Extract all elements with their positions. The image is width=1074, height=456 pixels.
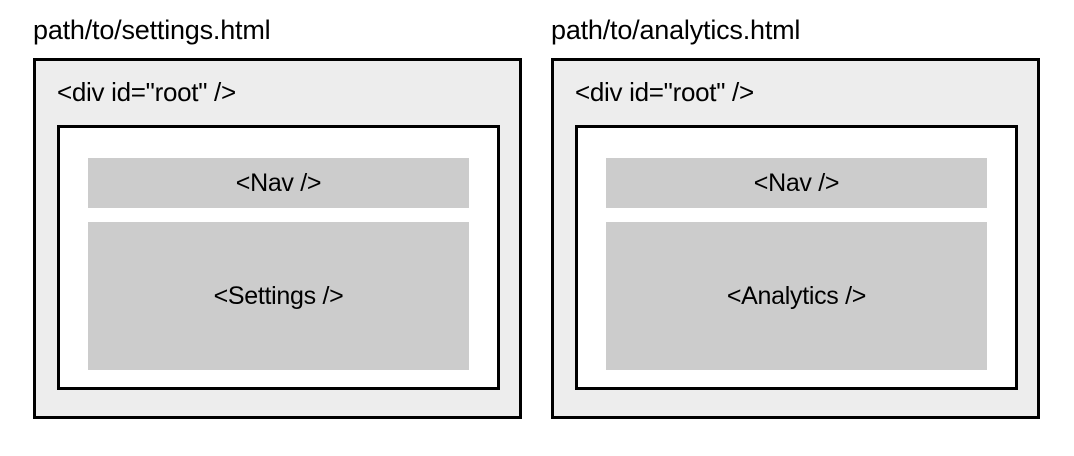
component-block-nav: <Nav /> bbox=[606, 158, 987, 208]
html-document-frame: <div id="root" /> <Nav /> <Settings /> bbox=[33, 58, 522, 419]
component-block-label: <Nav /> bbox=[753, 168, 840, 197]
component-block-label: <Settings /> bbox=[213, 281, 344, 310]
app-container-frame: <Nav /> <Analytics /> bbox=[575, 125, 1018, 390]
component-block-label: <Nav /> bbox=[235, 168, 322, 197]
panel-file-path-label: path/to/settings.html bbox=[33, 15, 271, 45]
panel-analytics: path/to/analytics.html <div id="root" />… bbox=[551, 14, 1040, 419]
component-block-nav: <Nav /> bbox=[88, 158, 469, 208]
html-document-frame: <div id="root" /> <Nav /> <Analytics /> bbox=[551, 58, 1040, 419]
root-div-label: <div id="root" /> bbox=[57, 77, 236, 107]
panel-settings: path/to/settings.html <div id="root" /> … bbox=[33, 14, 522, 419]
component-block-settings: <Settings /> bbox=[88, 222, 469, 370]
component-block-label: <Analytics /> bbox=[726, 281, 867, 310]
panel-file-path-label: path/to/analytics.html bbox=[551, 15, 801, 45]
component-block-analytics: <Analytics /> bbox=[606, 222, 987, 370]
app-container-frame: <Nav /> <Settings /> bbox=[57, 125, 500, 390]
root-div-label: <div id="root" /> bbox=[575, 77, 754, 107]
